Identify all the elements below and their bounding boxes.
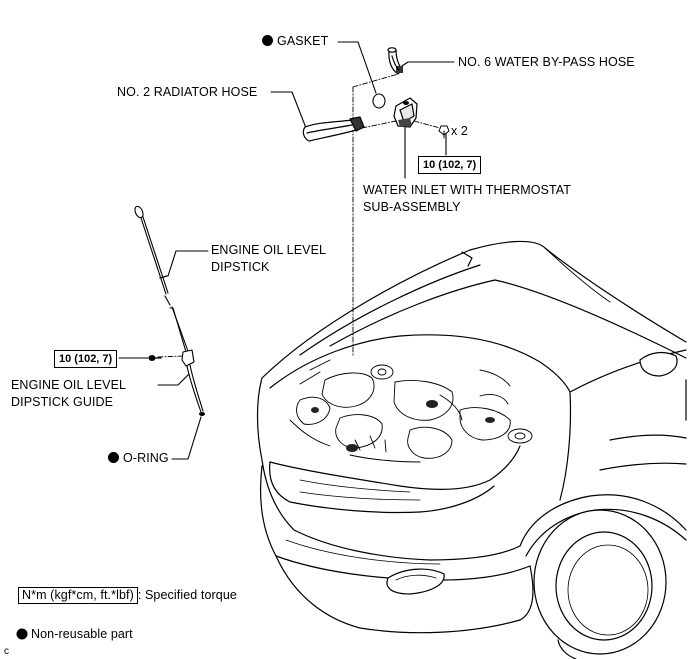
legend-nonreusable-dot (16, 628, 28, 640)
guide-bolt (148, 355, 162, 361)
dipstick-label-line1: ENGINE OIL LEVEL (211, 243, 327, 257)
o-ring-label-text: O-RING (123, 451, 169, 465)
bolt-quantity-label: x 2 (451, 124, 468, 138)
radiator-hose-label: NO. 2 RADIATOR HOSE (117, 85, 258, 99)
corner-code: c (4, 646, 10, 657)
legend-nonreusable-text: Non-reusable part (31, 627, 133, 641)
water-inlet-label-line2: SUB-ASSEMBLY (363, 200, 461, 214)
water-bypass-hose (387, 47, 403, 75)
gasket-part (372, 93, 386, 109)
leader-lines (118, 41, 455, 460)
alignment-lines (157, 73, 441, 358)
thermostat-bolts (438, 125, 450, 139)
dipstick-part (134, 205, 171, 306)
legend-torque: N*m (kgf*cm, ft.*lbf): Specified torque (18, 587, 237, 604)
gasket-label: GASKET (262, 34, 328, 49)
radiator-hose (302, 116, 365, 142)
dipstick-guide-label-line1: ENGINE OIL LEVEL (11, 378, 127, 392)
guide-torque-box: 10 (102, 7) (54, 350, 118, 368)
gasket-label-text: GASKET (277, 34, 329, 48)
water-inlet-part (393, 97, 418, 128)
dipstick-label-line2: DIPSTICK (211, 260, 270, 274)
water-bypass-hose-label: NO. 6 WATER BY-PASS HOSE (458, 55, 635, 69)
dipstick-guide-label-line2: DIPSTICK GUIDE (11, 395, 114, 409)
nonreusable-dot-icon (262, 35, 273, 46)
dipstick-guide-part (169, 306, 205, 416)
nonreusable-dot-icon (108, 452, 119, 463)
vehicle-illustration (256, 240, 687, 659)
legend-torque-box: N*m (kgf*cm, ft.*lbf) (18, 587, 138, 604)
o-ring-label: O-RING (108, 451, 169, 466)
legend-torque-text: : Specified torque (137, 588, 237, 602)
water-inlet-label-line1: WATER INLET WITH THERMOSTAT (363, 183, 572, 197)
thermostat-torque-box: 10 (102, 7) (418, 156, 482, 174)
